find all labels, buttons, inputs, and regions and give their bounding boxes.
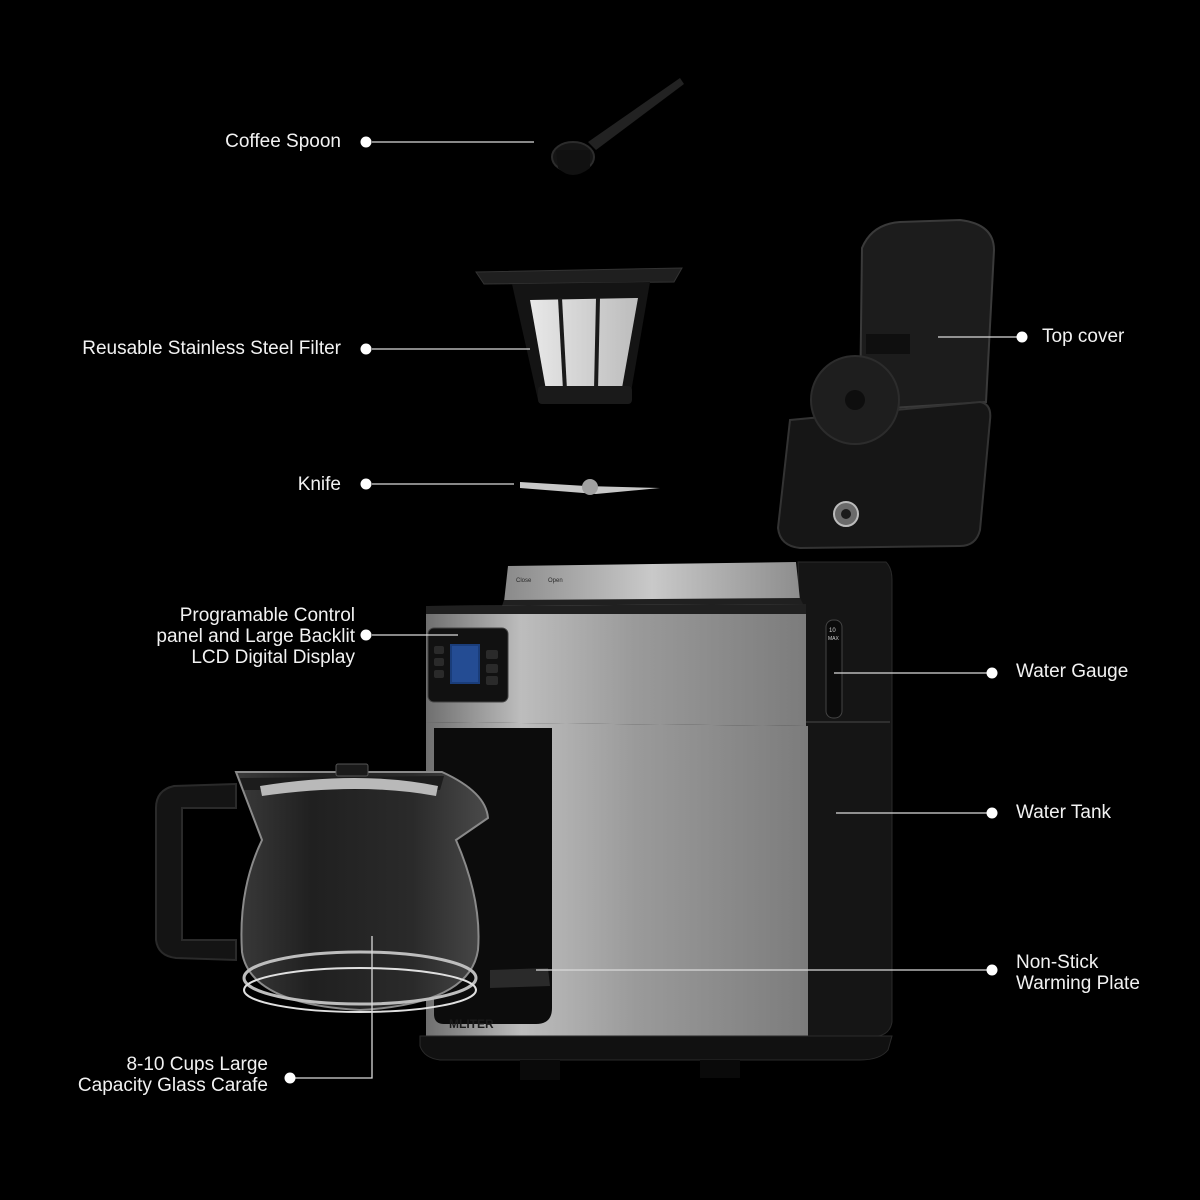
- label-carafe-line-2: Capacity Glass Carafe: [77, 1075, 268, 1096]
- label-control-panel-line-2: panel and Large Backlit: [156, 626, 355, 647]
- label-dots: [284, 136, 1028, 1084]
- brew-head: [426, 604, 806, 726]
- label-coffee-spoon: Coffee Spoon: [225, 131, 341, 152]
- label-control-panel: Programable Control panel and Large Back…: [156, 605, 355, 668]
- brand-logo: MLITER: [449, 1017, 494, 1031]
- coffee-spoon: [551, 78, 684, 175]
- label-water-gauge: Water Gauge: [1016, 661, 1129, 682]
- label-filter: Reusable Stainless Steel Filter: [82, 338, 341, 359]
- label-top-cover: Top cover: [1042, 326, 1125, 347]
- label-control-panel-line-1: Programable Control: [179, 605, 355, 626]
- glass-carafe: [155, 763, 490, 1013]
- gauge-max-number: 10: [829, 628, 836, 634]
- label-knife: Knife: [297, 474, 341, 495]
- leader-lines: [294, 141, 1018, 1079]
- label-warming-plate: Non-Stick Warming Plate: [1016, 952, 1140, 994]
- top-cover: [776, 218, 996, 550]
- label-warming-plate-line-2: Warming Plate: [1016, 973, 1140, 994]
- lid-open-text: Open: [548, 578, 563, 584]
- gauge-max-label: MAX: [828, 636, 839, 642]
- water-tank: [797, 561, 893, 1039]
- reusable-filter: [475, 267, 683, 404]
- label-control-panel-line-3: LCD Digital Display: [191, 647, 355, 668]
- lid-close-text: Close: [516, 578, 532, 584]
- label-carafe-line-1: 8-10 Cups Large: [126, 1054, 268, 1075]
- label-water-tank: Water Tank: [1016, 802, 1112, 823]
- label-carafe: 8-10 Cups Large Capacity Glass Carafe: [78, 1054, 268, 1096]
- grinder-knife: [520, 479, 660, 495]
- label-warming-plate-line-1: Non-Stick: [1016, 952, 1099, 973]
